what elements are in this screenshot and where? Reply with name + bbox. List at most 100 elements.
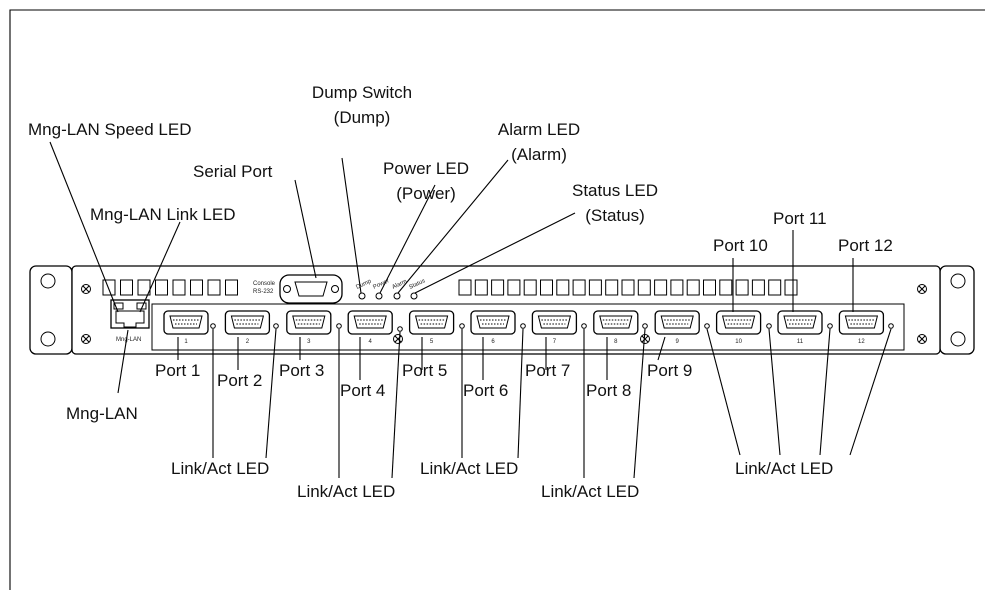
vent-slot <box>637 279 651 296</box>
vent-slot <box>621 279 635 296</box>
data-port <box>654 310 700 335</box>
vent-slot <box>768 279 782 296</box>
callout-alarm-led: Alarm LED <box>498 120 580 139</box>
alarm-led <box>393 292 401 300</box>
port-number: 9 <box>676 339 680 345</box>
vent-slot <box>540 279 553 296</box>
callout-port-4: Port 4 <box>340 381 385 400</box>
vent-slots-right <box>458 279 798 296</box>
rs232-label: RS-232 <box>253 289 274 295</box>
data-port <box>408 310 455 335</box>
callout-mng-lan-link-led: Mng-LAN Link LED <box>90 205 236 224</box>
vent-slot <box>588 279 602 296</box>
port-number: 2 <box>246 339 250 345</box>
link-act-led <box>888 323 894 329</box>
port-number: 6 <box>491 339 495 345</box>
data-port <box>838 310 885 335</box>
port-number: 3 <box>307 339 311 345</box>
callout-power-led: Power LED <box>383 159 469 178</box>
callout-status-led: Status LED <box>572 181 658 200</box>
vent-slot <box>102 279 116 296</box>
link-act-led <box>766 323 772 329</box>
status-led <box>410 292 418 300</box>
callout-link-act-led: Link/Act LED <box>297 482 395 501</box>
callout-port-5: Port 5 <box>402 361 447 380</box>
data-port <box>163 310 209 335</box>
leader-lines <box>49 141 892 479</box>
port-number: 4 <box>369 339 373 345</box>
callout-mng-lan-speed-led: Mng-LAN Speed LED <box>28 120 191 139</box>
callout-port-6: Port 6 <box>463 381 508 400</box>
screw-icon <box>917 284 927 294</box>
vent-slot <box>686 279 700 296</box>
dump-switch <box>358 292 366 300</box>
data-port <box>531 310 578 335</box>
data-port <box>715 310 762 335</box>
vent-slot <box>190 279 203 296</box>
console-label: Console <box>253 281 276 287</box>
callout-link-act-led: Link/Act LED <box>420 459 518 478</box>
callout-alarm-led-sub: (Alarm) <box>511 145 567 164</box>
callout-port-3: Port 3 <box>279 361 324 380</box>
link-act-led <box>459 323 465 329</box>
vent-slot <box>137 279 151 296</box>
callout-dump-switch: Dump Switch <box>312 83 412 102</box>
frame-border <box>9 9 985 590</box>
callout-mng-lan: Mng-LAN <box>66 404 138 423</box>
vent-slot <box>556 279 570 296</box>
vent-slot <box>670 279 684 296</box>
port-number: 8 <box>614 339 618 345</box>
callout-link-act-led: Link/Act LED <box>735 459 833 478</box>
callout-port-11: Port 11 <box>773 209 827 228</box>
port-number: 11 <box>797 339 804 345</box>
serial-port <box>279 274 343 304</box>
vent-slot <box>654 279 668 296</box>
data-port <box>286 310 332 335</box>
link-act-led <box>273 323 279 329</box>
callout-port-1: Port 1 <box>155 361 200 380</box>
link-act-led <box>704 323 710 329</box>
link-act-led <box>642 323 648 329</box>
vent-slot <box>207 279 221 296</box>
link-act-led <box>520 323 526 329</box>
vent-slot <box>703 279 716 296</box>
link-act-led <box>827 323 833 329</box>
data-port <box>777 310 823 335</box>
vent-slot <box>120 279 133 296</box>
callout-port-2: Port 2 <box>217 371 262 390</box>
port-number: 5 <box>430 339 434 345</box>
port-number: 7 <box>553 339 557 345</box>
vent-slot <box>605 279 619 296</box>
vent-slot <box>784 279 798 296</box>
vent-slot <box>155 279 168 296</box>
mng-lan-panel-label: Mng-LAN <box>116 337 141 343</box>
rack-ear-left <box>29 265 73 355</box>
vent-slot <box>751 279 765 296</box>
link-act-led <box>581 323 587 329</box>
port-number: 1 <box>184 339 188 345</box>
callout-port-9: Port 9 <box>647 361 692 380</box>
callout-port-7: Port 7 <box>525 361 570 380</box>
vent-slot <box>735 279 749 296</box>
callout-link-act-led: Link/Act LED <box>171 459 269 478</box>
port-number: 12 <box>858 339 865 345</box>
callout-port-10: Port 10 <box>713 236 768 255</box>
link-act-led <box>210 323 216 329</box>
vent-slot <box>507 279 521 296</box>
callout-serial-port: Serial Port <box>193 162 273 181</box>
vent-slot <box>491 279 505 296</box>
callout-port-12: Port 12 <box>838 236 893 255</box>
rack-ear-right <box>939 265 975 355</box>
callout-port-8: Port 8 <box>586 381 631 400</box>
link-act-led <box>397 326 403 332</box>
data-port <box>593 310 639 335</box>
vent-slot <box>225 279 238 296</box>
screw-icon <box>640 334 650 344</box>
vent-slot <box>572 279 586 296</box>
vent-slots-left <box>102 279 238 296</box>
vent-slot <box>458 279 472 296</box>
link-act-led <box>336 323 342 329</box>
